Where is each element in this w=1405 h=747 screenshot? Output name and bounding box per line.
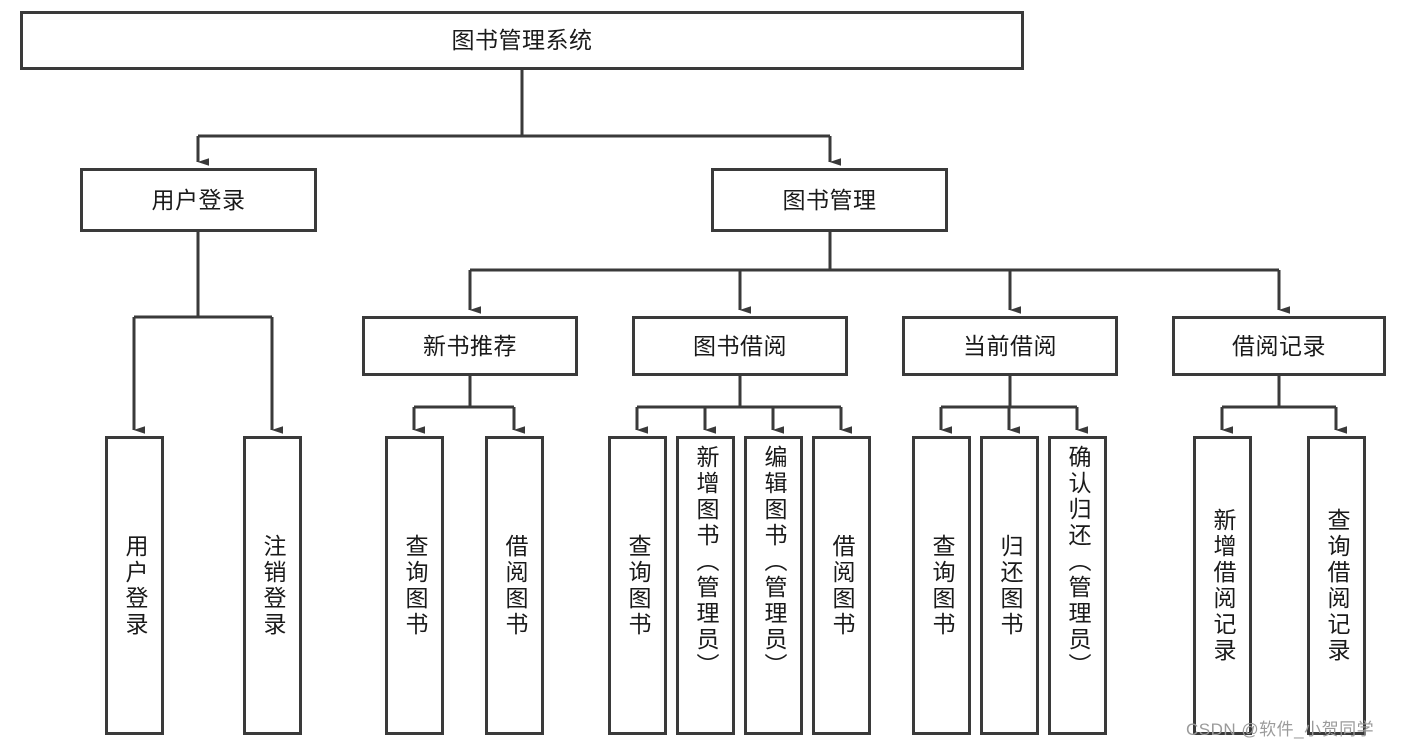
node-leaf-add-book-admin-label: 新增图书（管理员）: [693, 445, 719, 679]
node-current-borrow-label: 当前借阅: [963, 332, 1057, 359]
node-leaf-logout-login-label: 注销登录: [260, 533, 286, 638]
node-root[interactable]: 图书管理系统: [20, 11, 1024, 70]
node-leaf-user-login[interactable]: 用户登录: [105, 436, 164, 735]
node-leaf-borrow-book-1-label: 借阅图书: [502, 533, 528, 638]
node-leaf-logout-login[interactable]: 注销登录: [243, 436, 302, 735]
node-new-book-recommend-label: 新书推荐: [423, 332, 517, 359]
node-leaf-confirm-return-admin-label: 确认归还（管理员）: [1065, 445, 1091, 679]
node-leaf-query-book-3-label: 查询图书: [929, 533, 955, 638]
node-user-login[interactable]: 用户登录: [80, 168, 317, 232]
node-root-label: 图书管理系统: [451, 27, 593, 54]
node-current-borrow[interactable]: 当前借阅: [902, 316, 1118, 376]
node-book-borrow-label: 图书借阅: [693, 332, 787, 359]
node-leaf-edit-book-admin-label: 编辑图书（管理员）: [761, 445, 787, 679]
node-leaf-query-book-1-label: 查询图书: [402, 533, 428, 638]
node-leaf-add-book-admin[interactable]: 新增图书（管理员）: [676, 436, 735, 735]
node-book-management-label: 图书管理: [782, 186, 877, 213]
node-leaf-query-book-2-label: 查询图书: [625, 533, 651, 638]
node-book-borrow[interactable]: 图书借阅: [632, 316, 848, 376]
node-leaf-borrow-book-2[interactable]: 借阅图书: [812, 436, 871, 735]
node-leaf-query-borrow-record-label: 查询借阅记录: [1324, 507, 1350, 664]
node-new-book-recommend[interactable]: 新书推荐: [362, 316, 578, 376]
node-leaf-return-book-label: 归还图书: [997, 533, 1023, 638]
node-leaf-confirm-return-admin[interactable]: 确认归还（管理员）: [1048, 436, 1107, 735]
node-user-login-label: 用户登录: [151, 186, 246, 213]
node-book-management[interactable]: 图书管理: [711, 168, 948, 232]
node-leaf-add-borrow-record[interactable]: 新增借阅记录: [1193, 436, 1252, 735]
node-leaf-edit-book-admin[interactable]: 编辑图书（管理员）: [744, 436, 803, 735]
node-leaf-query-book-1[interactable]: 查询图书: [385, 436, 444, 735]
node-borrow-record[interactable]: 借阅记录: [1172, 316, 1386, 376]
watermark: CSDN @软件_小贺同学: [1186, 720, 1375, 739]
node-leaf-user-login-label: 用户登录: [122, 533, 148, 638]
node-leaf-borrow-book-1[interactable]: 借阅图书: [485, 436, 544, 735]
node-leaf-add-borrow-record-label: 新增借阅记录: [1210, 507, 1236, 664]
node-borrow-record-label: 借阅记录: [1232, 332, 1326, 359]
node-leaf-borrow-book-2-label: 借阅图书: [829, 533, 855, 638]
node-leaf-query-book-3[interactable]: 查询图书: [912, 436, 971, 735]
node-leaf-query-borrow-record[interactable]: 查询借阅记录: [1307, 436, 1366, 735]
node-leaf-return-book[interactable]: 归还图书: [980, 436, 1039, 735]
node-leaf-query-book-2[interactable]: 查询图书: [608, 436, 667, 735]
